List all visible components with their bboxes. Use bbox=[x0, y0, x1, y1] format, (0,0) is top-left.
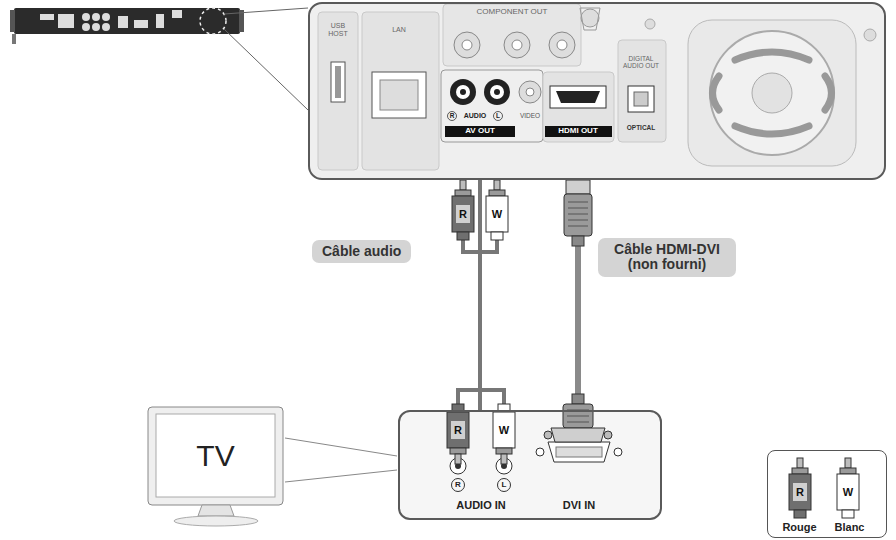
legend-box: Rouge Blanc bbox=[767, 450, 887, 538]
rca-plug bbox=[486, 180, 508, 240]
port-label: LAN bbox=[392, 26, 406, 34]
tv-screen: TV bbox=[156, 414, 275, 497]
rear-panel: USB HOST LAN COMPONENT OUT R AUDIO L AV OUT VID… bbox=[308, 2, 886, 180]
port-label: COMPONENT OUT bbox=[477, 8, 548, 17]
port-title: AUDIO IN bbox=[456, 499, 506, 511]
tv-set bbox=[148, 407, 397, 526]
cable-label: Câble HDMI-DVI (non fourni) bbox=[598, 238, 736, 277]
rear-panel-drawing bbox=[309, 3, 885, 179]
port-label: USB HOST bbox=[325, 22, 351, 37]
channel-letter: R bbox=[450, 112, 455, 119]
plug-letter: W bbox=[843, 486, 853, 498]
plug-letter: W bbox=[492, 208, 502, 220]
tv-input-panel: R L AUDIO IN DVI IN bbox=[398, 410, 662, 520]
port-title: DVI IN bbox=[563, 499, 595, 511]
plug-letter: R bbox=[796, 486, 804, 498]
plug-letter: R bbox=[459, 208, 467, 220]
cable-name: Câble HDMI-DVI (non fourni) bbox=[608, 242, 726, 273]
rca-plug bbox=[837, 458, 859, 518]
port-title: AV OUT bbox=[465, 127, 495, 136]
cable-label: Câble audio bbox=[312, 240, 411, 263]
plug-letter: W bbox=[499, 424, 509, 436]
rca-plug bbox=[493, 404, 515, 464]
channel-letter: R bbox=[455, 481, 461, 490]
dvi-plug bbox=[544, 394, 612, 442]
port-label: VIDEO bbox=[520, 112, 540, 119]
player-miniature bbox=[10, 8, 308, 110]
rca-plug bbox=[789, 458, 811, 518]
channel-letter: L bbox=[496, 112, 500, 119]
plug-letter: R bbox=[454, 424, 462, 436]
port-title: HDMI OUT bbox=[558, 127, 598, 136]
legend-text: Rouge bbox=[782, 521, 816, 533]
audio-cable bbox=[458, 390, 504, 406]
device-name: TV bbox=[196, 439, 234, 472]
port-label: DIGITAL AUDIO OUT bbox=[618, 55, 664, 69]
cable-connector bbox=[478, 180, 482, 410]
port-label: OPTICAL bbox=[627, 124, 656, 131]
cable-name: Câble audio bbox=[322, 244, 401, 259]
legend-text: Blanc bbox=[835, 521, 865, 533]
port-label: AUDIO bbox=[464, 112, 487, 120]
hdmi-plug bbox=[564, 180, 592, 246]
channel-letter: L bbox=[502, 481, 507, 490]
tv-input-panel-drawing bbox=[399, 411, 661, 519]
rca-plug bbox=[447, 404, 469, 464]
rca-plug bbox=[452, 180, 474, 240]
